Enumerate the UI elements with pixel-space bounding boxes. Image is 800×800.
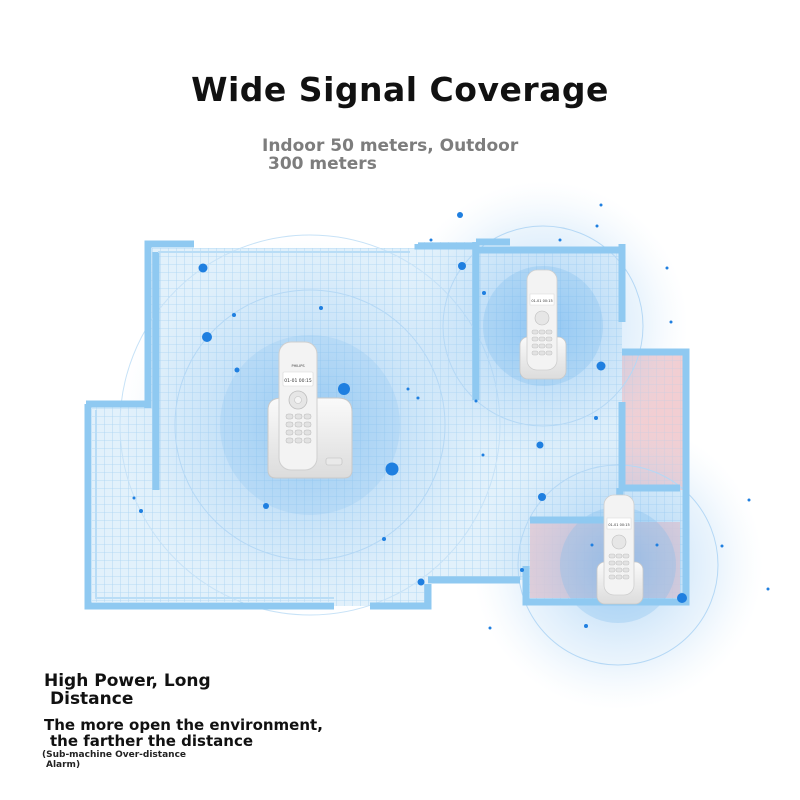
subtitle-line-1: Indoor 50 meters, Outdoor [262, 136, 519, 156]
handset-phone-1: 01-01 00:15 [519, 269, 567, 380]
feature-note-line-2: Alarm) [46, 760, 81, 770]
page-title: Wide Signal Coverage [191, 70, 609, 109]
handset-phone-2: 01-01 00:15 [596, 494, 644, 605]
brand-label: PHILIPS [291, 364, 305, 368]
feature-note-line-1: (Sub-machine Over-distance [42, 750, 187, 760]
subtitle-line-2: 300 meters [268, 154, 377, 174]
feature-description: High Power, Long Distance The more open … [42, 672, 464, 770]
handset-1-display-text: 01-01 00:15 [531, 299, 552, 303]
feature-heading: High Power, Long Distance [44, 672, 464, 708]
feature-note: (Sub-machine Over-distance Alarm) [42, 750, 464, 770]
base-station-phone: PHILIPS 01-01 00:15 [267, 341, 353, 479]
handset-2-display-text: 01-01 00:15 [608, 523, 629, 527]
walls-inner [95, 251, 410, 599]
feature-heading-line-1: High Power, Long [44, 671, 211, 691]
feature-heading-line-2: Distance [50, 689, 134, 709]
base-display-text: 01-01 00:15 [284, 378, 312, 384]
feature-detail: The more open the environment, the farth… [44, 717, 464, 749]
feature-detail-line-1: The more open the environment, [44, 716, 323, 734]
feature-detail-line-2: the farther the distance [50, 732, 254, 750]
coverage-subtitle: Indoor 50 meters, Outdoor 300 meters [262, 137, 562, 173]
signal-dots [132, 203, 770, 630]
